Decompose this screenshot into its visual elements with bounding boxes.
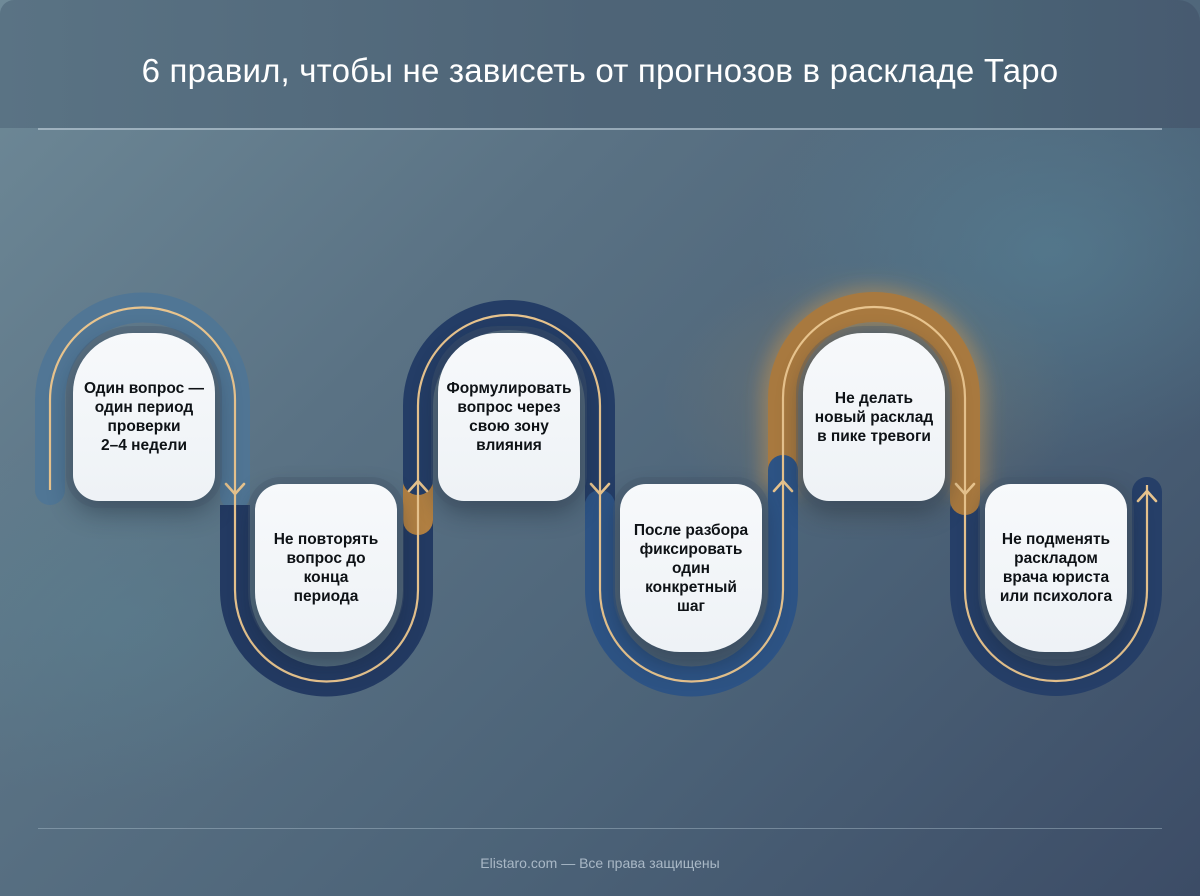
step-card-4: После разбора фиксировать один конкретны…: [620, 484, 762, 652]
step-text-4: После разбора фиксировать один конкретны…: [633, 521, 749, 615]
arrow-down-icon: [589, 482, 611, 496]
step-text-1: Один вопрос — один период проверки 2–4 н…: [83, 380, 205, 454]
header-divider: [38, 128, 1162, 130]
arrow-up-icon: [1136, 489, 1158, 503]
step-text-3: Формулировать вопрос через свою зону вли…: [446, 380, 572, 454]
step-card-5: Не делать новый расклад в пике тревоги: [803, 333, 945, 501]
arrow-up-icon: [772, 479, 794, 493]
step-text-5: Не делать новый расклад в пике тревоги: [814, 389, 934, 445]
arrow-down-icon: [224, 482, 246, 496]
arrow-down-icon: [954, 482, 976, 496]
step-card-2: Не повторять вопрос до конца периода: [255, 484, 397, 652]
step-card-1: Один вопрос — один период проверки 2–4 н…: [73, 333, 215, 501]
arrow-up-icon: [407, 479, 429, 493]
footer-copyright: Elistaro.com — Все права защищены: [480, 855, 720, 871]
gold-guide-line: [48, 305, 1149, 683]
footer-divider: [38, 828, 1162, 829]
step-text-6: Не подменять раскладом врача юриста или …: [999, 531, 1113, 605]
step-text-2: Не повторять вопрос до конца периода: [273, 531, 379, 605]
header-bar: [0, 0, 1200, 128]
page-title: 6 правил, чтобы не зависеть от прогнозов…: [141, 52, 1059, 89]
step-card-3: Формулировать вопрос через свою зону вли…: [438, 333, 580, 501]
step-card-6: Не подменять раскладом врача юриста или …: [985, 484, 1127, 652]
